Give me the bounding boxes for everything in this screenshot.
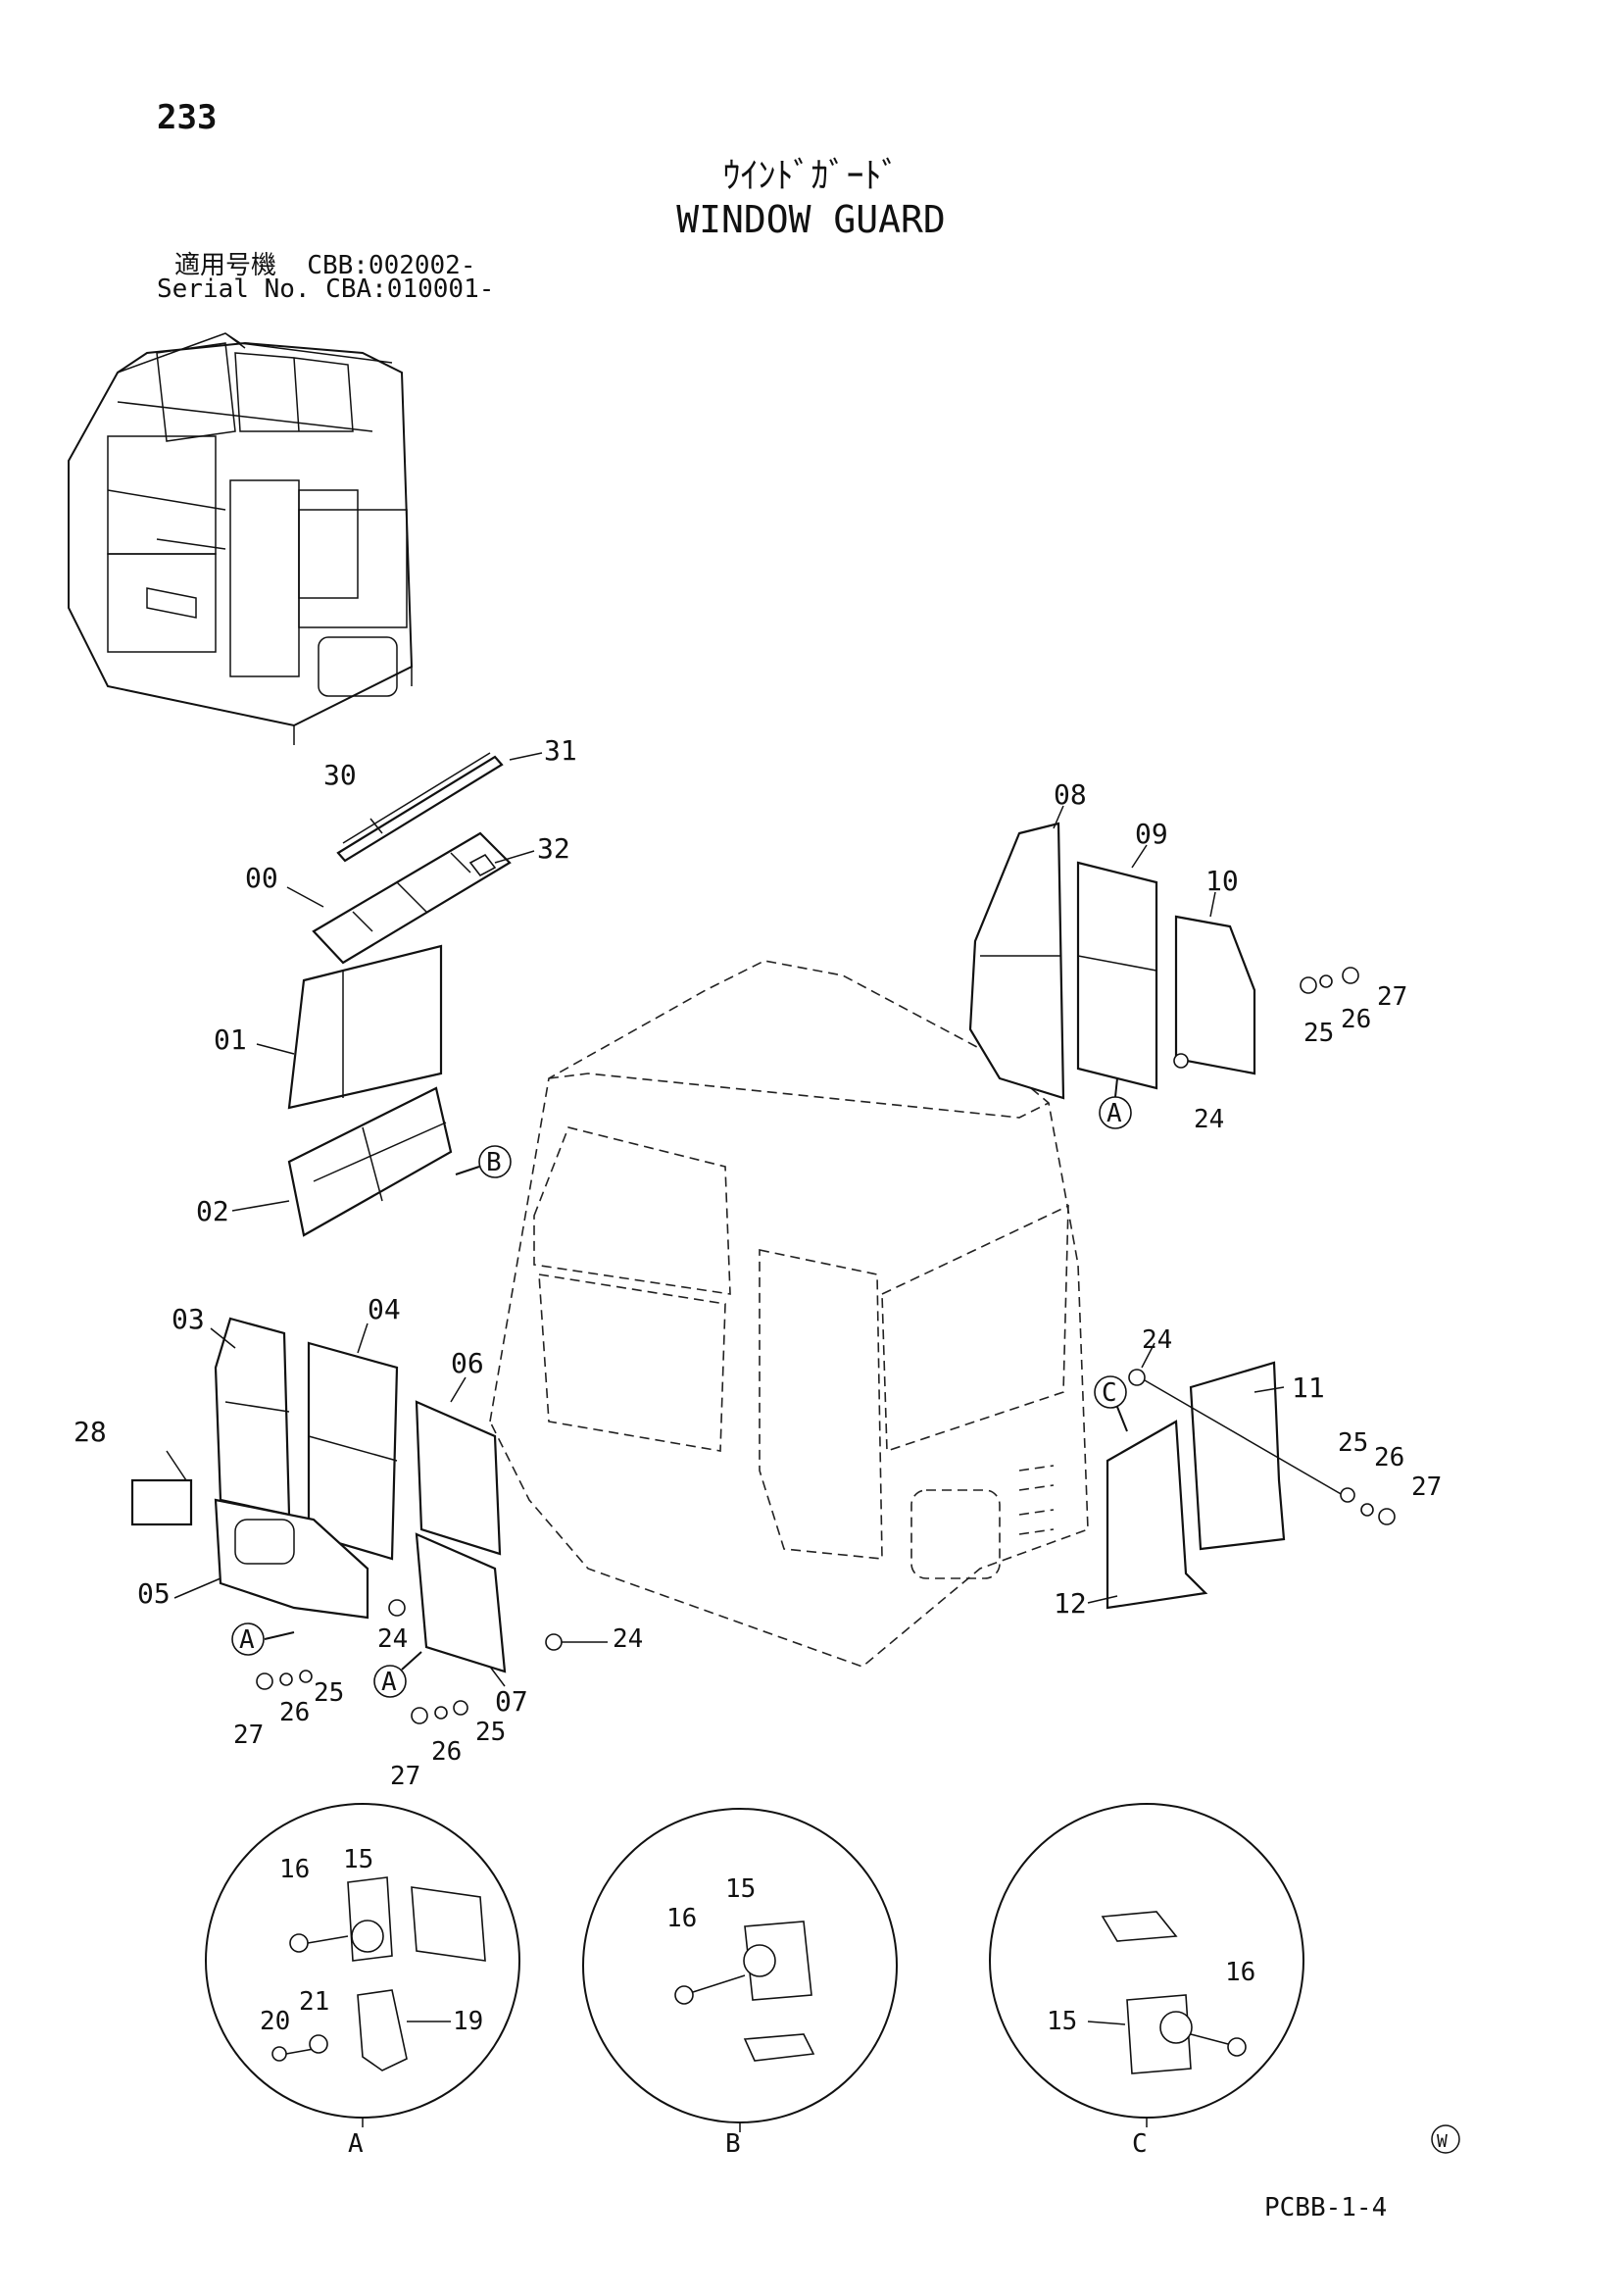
leader-lines: [166, 752, 1285, 1687]
callout-25-right-mid: 25: [1338, 1428, 1368, 1458]
callout-30: 30: [323, 759, 357, 791]
detail-a-21: 21: [299, 1987, 329, 2017]
reference-markers: A A A B C: [231, 1077, 1132, 1698]
footer-mark: W: [1437, 2131, 1448, 2152]
callout-27-left-b: 27: [390, 1762, 420, 1791]
detail-c-16: 16: [1225, 1958, 1255, 1987]
detail-b-label: B: [725, 2129, 741, 2159]
ref-marker-a-2: A: [381, 1668, 397, 1697]
ref-marker-c: C: [1102, 1378, 1117, 1408]
detail-a-20: 20: [260, 2007, 290, 2036]
footer: W PCBB-1-4: [1264, 2124, 1460, 2222]
callout-25-left-a: 25: [314, 1678, 344, 1708]
callout-09: 09: [1135, 818, 1168, 850]
left-side-guard-group: [130, 1317, 608, 1724]
detail-b-15: 15: [725, 1874, 756, 1904]
callout-24-left-a: 24: [377, 1624, 408, 1654]
callout-12: 12: [1054, 1587, 1087, 1620]
right-rear-guard-group: [968, 822, 1359, 1100]
title-japanese: ｳｲﾝﾄﾞｶﾞｰﾄﾞ: [722, 156, 900, 196]
callout-10: 10: [1205, 865, 1239, 897]
detail-a-label: A: [348, 2129, 364, 2159]
callout-27-right-mid: 27: [1411, 1472, 1442, 1502]
callout-26-right-mid: 26: [1374, 1443, 1404, 1472]
ref-marker-b: B: [486, 1148, 502, 1177]
right-front-guard-group: [1106, 1361, 1396, 1610]
detail-a-16: 16: [279, 1855, 310, 1884]
callout-28: 28: [74, 1416, 107, 1448]
callout-25-right-top: 25: [1303, 1019, 1334, 1048]
callout-01: 01: [214, 1023, 247, 1056]
detail-view-a: A 15 16 19 20 21: [205, 1803, 520, 2159]
detail-c-15: 15: [1047, 2007, 1077, 2036]
callout-08: 08: [1054, 778, 1087, 811]
footer-code: PCBB-1-4: [1264, 2193, 1387, 2222]
page-number: 233: [157, 98, 218, 137]
callout-27-left-a: 27: [233, 1721, 264, 1750]
callout-02: 02: [196, 1195, 229, 1227]
callout-31: 31: [544, 734, 577, 767]
callout-05: 05: [137, 1577, 171, 1610]
callout-25-left-b: 25: [475, 1718, 506, 1747]
callout-26-left-b: 26: [431, 1737, 462, 1767]
detail-view-c: C 15 16: [989, 1803, 1304, 2159]
callout-03: 03: [172, 1303, 205, 1335]
detail-c-label: C: [1132, 2129, 1148, 2159]
callout-24-right-top: 24: [1194, 1105, 1224, 1134]
roof-guard-group: [287, 752, 535, 1237]
callout-04: 04: [368, 1293, 401, 1325]
callout-32: 32: [537, 832, 570, 865]
ref-marker-a-3: A: [1106, 1099, 1122, 1128]
detail-a-15: 15: [343, 1845, 373, 1874]
cab-overview-thumbnail: [68, 332, 414, 745]
detail-b-16: 16: [666, 1904, 697, 1933]
title-english: WINDOW GUARD: [676, 198, 946, 241]
callout-24-right-mid: 24: [1142, 1325, 1172, 1355]
ref-marker-a-1: A: [239, 1625, 255, 1655]
callout-26-left-a: 26: [279, 1698, 310, 1727]
callout-24-left-b: 24: [613, 1624, 643, 1654]
callout-00: 00: [245, 862, 278, 894]
cab-body-outline: [489, 960, 1089, 1668]
callout-labels: 30 31 32 00 01 02 03 04 05 06 07 08 09 1…: [74, 734, 1442, 1791]
callout-06: 06: [451, 1347, 484, 1379]
callout-07: 07: [495, 1685, 528, 1718]
callout-26-right-top: 26: [1341, 1005, 1371, 1034]
detail-a-19: 19: [453, 2007, 483, 2036]
callout-11: 11: [1292, 1372, 1325, 1404]
serial-line-2: Serial No. CBA:010001-: [157, 275, 495, 304]
detail-view-b: B 15 16: [582, 1808, 898, 2159]
callout-27-right-top: 27: [1377, 982, 1407, 1012]
serial-line-1: 適用号機 CBB:002002-: [174, 251, 476, 280]
